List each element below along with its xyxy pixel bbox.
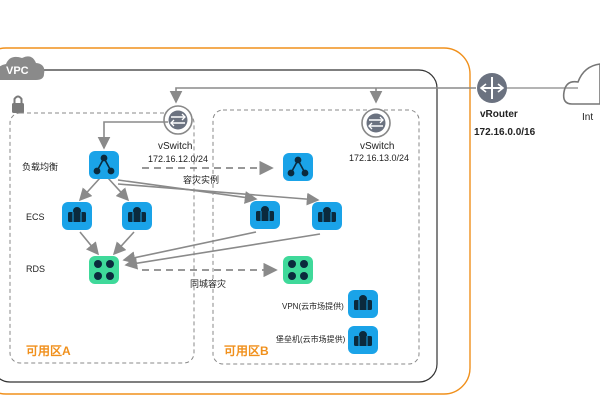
row-label-rds: RDS	[26, 264, 45, 274]
ecs-server-icon	[354, 295, 372, 310]
vrouter-label: vRouter	[480, 109, 518, 120]
vrouter-node[interactable]	[477, 73, 507, 103]
rds-node-zone-b[interactable]	[283, 256, 313, 284]
ecs-server-icon	[128, 207, 146, 222]
ecs-server-icon	[318, 207, 336, 222]
database-icon	[288, 260, 308, 280]
vswitch-b-node[interactable]	[361, 108, 391, 138]
zone-a-label: 可用区A	[26, 344, 71, 358]
cloud-icon	[0, 56, 45, 80]
lb-node-zone-a[interactable]	[89, 151, 119, 179]
load-balancer-icon	[287, 156, 309, 177]
same-city-dr-label: 同城容灾	[190, 278, 226, 289]
ecs-node-b1[interactable]	[250, 201, 280, 229]
ecs-node-a2[interactable]	[122, 202, 152, 230]
ecs-to-rds-links	[79, 231, 321, 270]
vswitch-b-cidr: 172.16.13.0/24	[349, 153, 409, 163]
vswitch-a-to-lb	[97, 121, 168, 150]
vswitch-a-label: vSwitch	[158, 141, 192, 152]
vrouter-cidr: 172.16.0.0/16	[474, 127, 536, 138]
inner-region	[0, 69, 438, 383]
bastion-label: 堡垒机(云市场提供)	[276, 334, 346, 344]
load-balancer-icon	[93, 154, 115, 175]
vpc-label: VPC	[6, 65, 29, 77]
ecs-server-icon	[256, 206, 274, 221]
ecs-server-icon	[68, 207, 86, 222]
rds-node-zone-a[interactable]	[89, 256, 119, 284]
zone-b	[212, 109, 420, 365]
lb-node-zone-b[interactable]	[283, 153, 313, 181]
row-label-lb: 负载均衡	[22, 161, 58, 172]
ecs-server-icon	[354, 331, 372, 346]
vpn-node[interactable]	[348, 290, 378, 318]
vpc-boundary	[0, 47, 471, 395]
vswitch-b-label: vSwitch	[360, 141, 394, 152]
lb-to-ecs-links	[78, 177, 320, 206]
dr-instance-label: 容灾实例	[183, 174, 219, 185]
zone-a	[9, 112, 195, 364]
vswitch-a-cidr: 172.16.12.0/24	[148, 154, 208, 164]
vpn-label: VPN(云市场提供)	[282, 301, 344, 311]
ecs-node-a1[interactable]	[62, 202, 92, 230]
vswitch-a-node[interactable]	[163, 105, 193, 135]
row-label-ecs: ECS	[26, 212, 45, 222]
bastion-node[interactable]	[348, 326, 378, 354]
ecs-node-b2[interactable]	[312, 202, 342, 230]
internet-label: Int	[582, 112, 593, 123]
lock-icon	[12, 95, 24, 113]
internet-cloud-icon	[562, 63, 600, 105]
database-icon	[94, 260, 114, 280]
vpc-badge: VPC	[0, 56, 45, 80]
zone-b-label: 可用区B	[224, 344, 269, 358]
router-to-vswitch-a	[169, 87, 476, 104]
